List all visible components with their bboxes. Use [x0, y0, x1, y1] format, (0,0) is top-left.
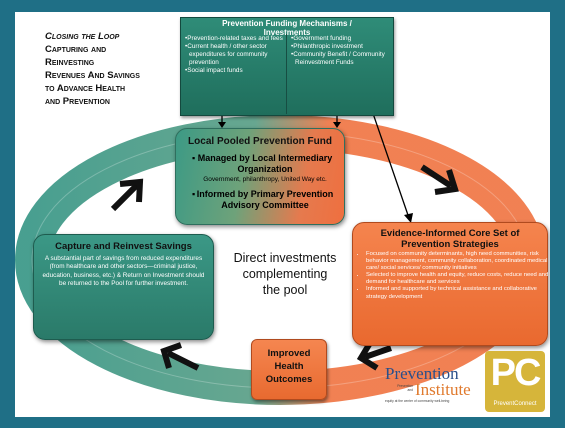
evidence-list: Focused on community determinants, high … [353, 251, 550, 301]
title-line-6: and Prevention [45, 96, 110, 107]
evidence-strategies-box: Evidence-Informed Core Set of Prevention… [352, 222, 548, 346]
cycle-arrow-left [110, 178, 144, 212]
pooled-fund-bullet-1-line-2: Organization [237, 164, 293, 174]
bullet-square-icon: ▪ [192, 153, 196, 163]
pi-logo-prevention: Prevention [385, 364, 459, 383]
pooled-fund-title: Local Pooled Prevention Fund [188, 136, 332, 147]
slide-title: Closing the Loop Capturing and Reinvesti… [45, 30, 180, 108]
center-line-1: Direct investments [233, 251, 337, 265]
improved-outcomes-box: Improved Health Outcomes [251, 339, 327, 400]
title-line-2: Capturing and [45, 44, 107, 55]
pi-tagline-1: Prevention [397, 384, 413, 388]
improved-line-3: Outcomes [265, 374, 313, 385]
funding-right-item: •Philanthropic investment [291, 43, 363, 50]
capture-title: Capture and Reinvest Savings [55, 241, 192, 252]
cycle-arrow-top-right [420, 164, 459, 195]
prevention-institute-logo: Prevention Institute Prevention and equi… [385, 365, 473, 415]
title-line-5: to Advance Health [45, 83, 126, 94]
improved-line-1: Improved [267, 348, 311, 359]
pooled-fund-bullet-2-line-1: Informed by Primary Prevention [196, 189, 334, 199]
slide-panel: Closing the Loop Capturing and Reinvesti… [15, 12, 550, 417]
pc-logo-name: PreventConnect [493, 401, 537, 407]
pooled-fund-bullet-1-sub: Government, philanthropy, United Way etc… [203, 176, 327, 183]
center-line-2: complementing [242, 267, 328, 281]
direct-investments-text: Direct investments complementing the poo… [220, 250, 350, 298]
pooled-fund-box: Local Pooled Prevention Fund ▪ Managed b… [175, 128, 345, 225]
funding-left-item: •Social impact funds [185, 67, 243, 74]
pooled-fund-bullet-2-line-2: Advisory Committee [221, 200, 309, 210]
evidence-item: Selected to improve health and equity, r… [366, 272, 550, 286]
pc-logo-letters: PC [490, 352, 542, 394]
funding-right-item: •Government funding [291, 35, 352, 42]
title-line-4: Revenues And Savings [45, 70, 140, 81]
evidence-title: Evidence-Informed Core Set of Prevention… [353, 228, 547, 250]
funding-left-list: •Prevention-related taxes and fees •Curr… [185, 35, 285, 75]
pi-logo-subtagline: equity at the center of community well-b… [385, 399, 450, 403]
title-line-3: Reinvesting [45, 57, 95, 68]
improved-line-2: Health [274, 361, 304, 372]
evidence-item: Focused on community determinants, high … [366, 251, 550, 272]
pi-logo-institute: Institute [415, 380, 471, 399]
evidence-title-line-2: Prevention Strategies [401, 239, 499, 250]
bullet-square-icon: ▪ [192, 189, 196, 199]
pooled-fund-bullet-2: ▪ Informed by Primary Prevention Advisor… [190, 189, 340, 211]
pi-logo-tagline: Prevention and [385, 384, 413, 392]
funding-divider [286, 34, 287, 114]
evidence-title-line-1: Evidence-Informed Core Set of [380, 228, 520, 239]
funding-left-item: •Current health / other sector expenditu… [185, 43, 268, 66]
title-line-1: Closing the Loop [45, 31, 120, 42]
improved-outcomes-text: Improved Health Outcomes [252, 347, 326, 386]
pi-tagline-2: and [407, 388, 413, 392]
arrow-funding-direct [366, 95, 410, 219]
funding-header: Prevention Funding Mechanisms / Investme… [181, 18, 393, 36]
funding-left-item: •Prevention-related taxes and fees [185, 35, 283, 42]
center-line-3: the pool [262, 283, 308, 297]
funding-header-line-1: Prevention Funding Mechanisms / [222, 19, 352, 28]
pooled-fund-bullet-1-line-1: Managed by Local Intermediary [197, 153, 333, 163]
evidence-item: Informed and supported by technical assi… [366, 286, 550, 300]
cycle-arrow-bottom-left [160, 342, 200, 371]
funding-right-item: •Community Benefit / Community Reinvestm… [291, 51, 385, 66]
capture-reinvest-box: Capture and Reinvest Savings A substanti… [33, 234, 214, 340]
pooled-fund-bullet-1: ▪ Managed by Local Intermediary Organiza… [190, 153, 340, 184]
cycle-arrow-bottom-right [356, 341, 392, 371]
funding-mechanisms-box: Prevention Funding Mechanisms / Investme… [180, 17, 394, 116]
capture-body: A substantial part of savings from reduc… [42, 255, 205, 288]
funding-right-list: •Government funding •Philanthropic inves… [291, 35, 391, 67]
preventconnect-logo: PC PreventConnect [485, 351, 545, 412]
funding-header-line-2: Investments [263, 28, 311, 36]
